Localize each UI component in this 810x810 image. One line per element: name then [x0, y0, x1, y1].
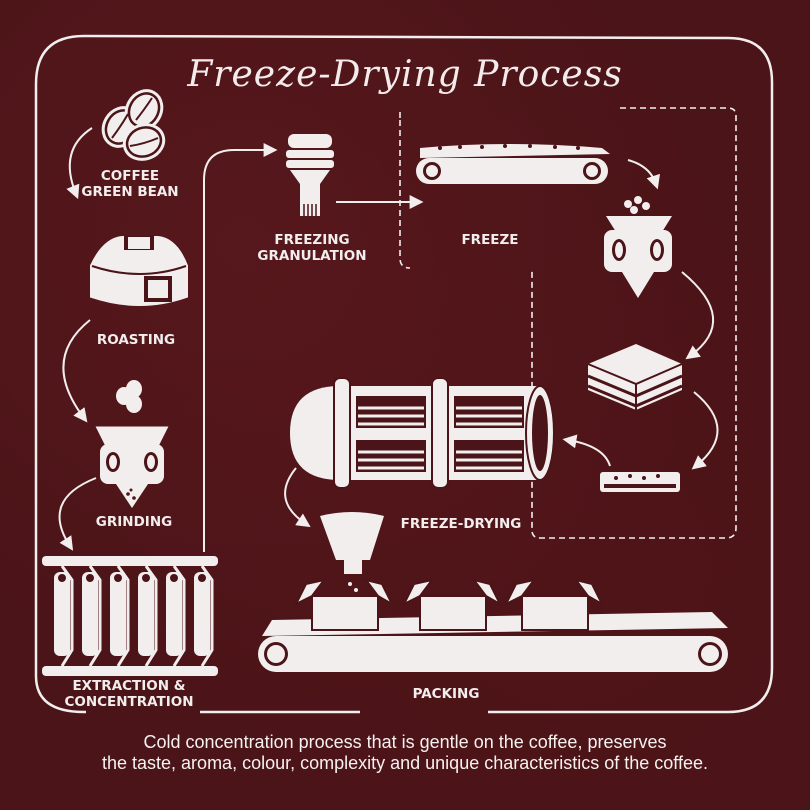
step-label-line: PACKING	[412, 686, 480, 702]
step-label-line: COFFEE	[100, 168, 160, 184]
caption-line: the taste, aroma, colour, complexity and…	[102, 753, 708, 773]
roaster-icon	[90, 236, 188, 306]
page-title: Freeze-Drying Process	[187, 54, 623, 95]
step-label-packing: PACKING	[396, 686, 496, 702]
flow-arrow	[284, 467, 311, 528]
step-label-freeze: FREEZE	[450, 232, 530, 248]
step-label-grinding: GRINDING	[84, 514, 184, 530]
freeze-conveyor-icon	[416, 144, 610, 184]
caption: Cold concentration process that is gentl…	[0, 732, 810, 774]
step-label-line: FREEZE-DRYING	[400, 516, 522, 532]
extraction-columns-icon	[42, 556, 218, 676]
step-label-line: GRANULATION	[257, 248, 367, 264]
step-label-extraction-concentration: EXTRACTION & CONCENTRATION	[54, 678, 204, 710]
flow-arrow	[562, 434, 611, 467]
flow-arrow	[66, 127, 93, 200]
granulator-icon	[286, 134, 334, 216]
layered-block-icon	[587, 344, 683, 410]
flow-arrow	[691, 391, 719, 470]
flow-arrow	[58, 477, 97, 551]
step-label-freeze-drying: FREEZE-DRYING	[396, 516, 526, 532]
vacuum-chamber-icon	[290, 377, 555, 489]
step-label-coffee-green-bean: COFFEE GREEN BEAN	[78, 168, 182, 200]
step-label-line: CONCENTRATION	[64, 694, 194, 710]
step-label-freezing-granulation: FREEZING GRANULATION	[252, 232, 372, 264]
flow-arrow	[681, 271, 715, 360]
step-label-line: GREEN BEAN	[81, 184, 179, 200]
step-label-line: FREEZING	[274, 232, 350, 248]
tray-icon	[600, 472, 680, 492]
freeze-grinder-icon	[604, 196, 672, 298]
caption-line: Cold concentration process that is gentl…	[143, 732, 667, 752]
step-label-line: GRINDING	[95, 514, 173, 530]
step-label-roasting: ROASTING	[84, 332, 188, 348]
freeze-zone-outline	[399, 107, 737, 539]
step-label-line: FREEZE	[461, 232, 519, 248]
grinder-icon	[95, 380, 169, 508]
packing-conveyor-icon	[258, 512, 728, 672]
step-label-line: EXTRACTION &	[72, 678, 186, 694]
step-label-line: ROASTING	[96, 332, 176, 348]
coffee-beans-icon	[101, 89, 166, 161]
outer-frame	[34, 34, 774, 714]
flow-arrow	[62, 319, 91, 423]
flow-arrow	[203, 143, 278, 552]
flow-arrow	[627, 159, 660, 190]
